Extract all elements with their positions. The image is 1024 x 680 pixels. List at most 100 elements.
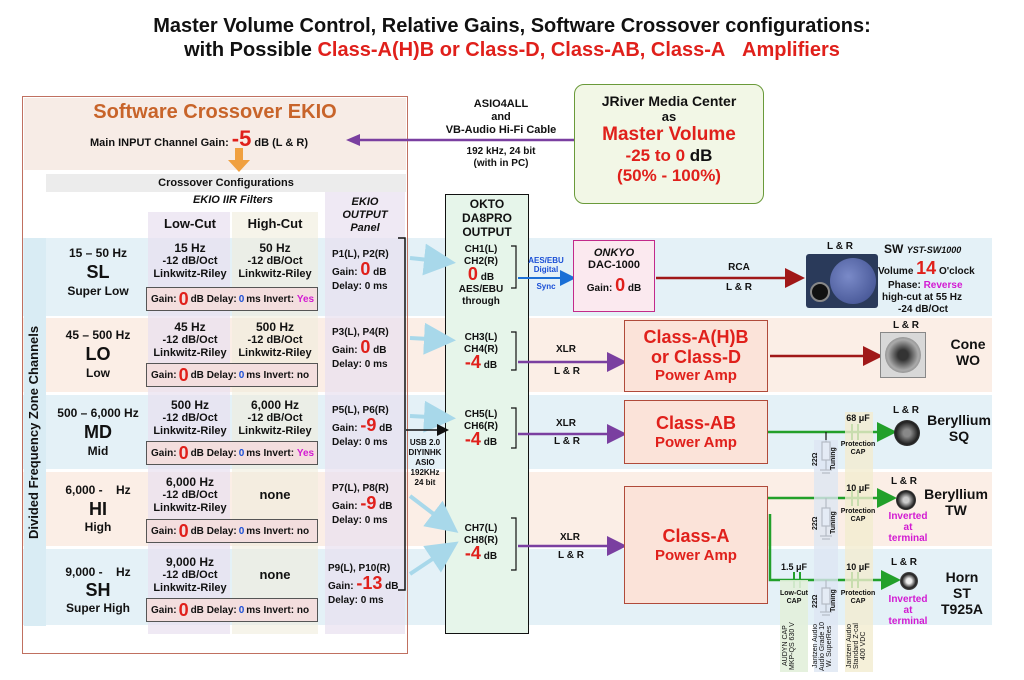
- lowcut-column: [148, 212, 230, 634]
- subwoofer-icon: [806, 254, 878, 308]
- sq-lr-label: L & R: [893, 405, 919, 416]
- sw-lr-label: L & R: [827, 241, 853, 252]
- output-port-spec: P1(L), P2(R) Gain: 0 dB Delay: 0 ms: [332, 249, 389, 292]
- okto-title: OKTO DA8PRO OUTPUT: [461, 197, 512, 239]
- output-port-spec: P7(L), P8(R) Gain: -9 dB Delay: 0 ms: [332, 483, 393, 526]
- jriver-box: JRiver Media Center as Master Volume -25…: [574, 84, 764, 204]
- channel-range: 45 – 500 Hz: [65, 328, 131, 342]
- channel-name: Super High: [65, 601, 130, 615]
- sync-label: Sync: [536, 282, 556, 291]
- cap-10uf-st: 10 μF: [846, 562, 870, 572]
- channel-code: HI: [89, 499, 107, 519]
- sq-label: Beryllium SQ: [927, 412, 991, 444]
- highcut-header: High-Cut: [247, 216, 303, 231]
- rca-label: RCA: [728, 262, 750, 273]
- protection-cap-column: [845, 412, 873, 672]
- audyn-cap-note: AUDYN CAP MKP-QS 630 V: [782, 622, 796, 670]
- orange-down-arrow-icon: [228, 148, 250, 172]
- output-bracket: [398, 237, 406, 591]
- channel-range: 9,000 - Hz: [65, 565, 131, 579]
- usb-label: USB 2.0 DIYINHK ASIO 192KHz 24 bit: [408, 438, 442, 487]
- ekio-title: Software Crossover EKIO: [93, 101, 337, 123]
- lowcut-header: Low-Cut: [164, 216, 216, 231]
- amp-class-a: Class-A Power Amp: [624, 486, 768, 604]
- beryllium-squawker-icon: [894, 420, 920, 446]
- xlr-label: XLR: [556, 418, 576, 429]
- channel-range: 6,000 - Hz: [65, 483, 131, 497]
- ekio-frame: [22, 96, 408, 654]
- crossover-configurations-label: Crossover Configurations: [46, 174, 406, 192]
- sw-slope: -24 dB/Oct: [898, 304, 949, 315]
- sw-phase: Phase: Reverse: [888, 280, 963, 291]
- highcut-spec: 6,000 Hz -12 dB/Oct Linkwitz-Riley: [238, 398, 312, 438]
- jantzen-resistor-note: Jantzen Audio Audio Grade 10 W. SuperRes: [812, 621, 833, 671]
- st-label: Horn ST T925A: [940, 569, 984, 617]
- highcut-none: none: [259, 567, 291, 582]
- output-panel-column: [325, 190, 405, 634]
- okto-ch-hi-sh: CH7(L) CH8(R) -4 dB: [464, 523, 498, 563]
- iir-filters-label: EKIO IIR Filters: [192, 194, 274, 206]
- jantzen-cap-note: Jantzen Audio Standard Z-cal 400 VDC: [846, 623, 867, 669]
- lowcut-spec: 15 Hz -12 dB/Oct Linkwitz-Riley: [153, 241, 227, 281]
- channel-range: 15 – 50 Hz: [68, 246, 128, 260]
- horn-supertweeter-icon: [900, 572, 918, 590]
- cap-1-5uf: 1.5 μF: [780, 562, 807, 572]
- diagram-title-line1: Master Volume Control, Relative Gains, S…: [153, 15, 871, 37]
- asio-label: ASIO4ALL and VB-Audio Hi-Fi Cable: [445, 98, 557, 136]
- channel-range: 500 – 6,000 Hz: [57, 406, 139, 420]
- channel-name: High: [84, 520, 112, 534]
- tuning-label: Tuning: [830, 589, 837, 613]
- tw-inverted-note: Inverted at terminal: [888, 511, 928, 544]
- lowcut-spec: 6,000 Hz -12 dB/Oct Linkwitz-Riley: [153, 475, 227, 515]
- cone-woofer-icon: [880, 332, 926, 378]
- resistor-22ohm-label: 22Ω: [812, 594, 819, 608]
- channel-code: SL: [86, 262, 110, 282]
- highcut-none: none: [259, 487, 291, 502]
- lowcut-spec: 9,000 Hz -12 dB/Oct Linkwitz-Riley: [153, 555, 227, 595]
- highcut-column: [232, 212, 318, 634]
- tuning-label: Tuning: [830, 447, 837, 471]
- amp-class-ab: Class-AB Power Amp: [624, 400, 768, 464]
- resistor-22ohm-label: 22Ω: [812, 452, 819, 466]
- output-port-spec: P3(L), P4(R) Gain: 0 dB Delay: 0 ms: [332, 327, 389, 370]
- tw-label: Beryllium TW: [924, 486, 988, 518]
- channel-name: Mid: [87, 444, 109, 458]
- channel-name: Super Low: [67, 284, 129, 298]
- asio-format: 192 kHz, 24 bit (with in PC): [466, 146, 536, 169]
- xlr-lr-label: L & R: [554, 436, 580, 447]
- aes-ebu-label: AES/EBU Digital: [528, 256, 564, 274]
- resistor-22ohm-label: 22Ω: [812, 516, 819, 530]
- onkyo-dac-box: ONKYO DAC-1000 Gain: 0 dB: [573, 240, 655, 312]
- okto-ch-sl: CH1(L) CH2(R) 0 dB AES/EBU through: [458, 244, 504, 307]
- lowcut-spec: 500 Hz -12 dB/Oct Linkwitz-Riley: [153, 398, 227, 438]
- okto-ch-lo: CH3(L) CH4(R) -4 dB: [464, 332, 498, 372]
- sw-title: SW YST-SW1000: [884, 242, 962, 256]
- st-lr-label: L & R: [891, 557, 917, 568]
- channel-name: Low: [86, 366, 110, 380]
- sw-highcut: high-cut at 55 Hz: [882, 292, 963, 303]
- st-inverted-note: Inverted at terminal: [888, 594, 928, 627]
- side-label-bg: [24, 238, 46, 626]
- cap-68uf: 68 μF: [846, 413, 870, 423]
- xlr-lr-label: L & R: [554, 366, 580, 377]
- lowcut-spec: 45 Hz -12 dB/Oct Linkwitz-Riley: [153, 320, 227, 360]
- okto-brackets: [511, 245, 517, 571]
- amp-class-ahb: Class-A(H)B or Class-D Power Amp: [624, 320, 768, 392]
- xlr-label: XLR: [560, 532, 580, 543]
- ekio-header-bg: [24, 98, 406, 170]
- lowcut-cap-column: [780, 580, 808, 672]
- highcut-spec: 500 Hz -12 dB/Oct Linkwitz-Riley: [238, 320, 312, 360]
- okto-ch-md: CH5(L) CH6(R) -4 dB: [464, 409, 498, 449]
- xlr-label: XLR: [556, 344, 576, 355]
- rca-lr-label: L & R: [726, 282, 752, 293]
- sw-volume: Volume 14 O'clock: [878, 258, 975, 278]
